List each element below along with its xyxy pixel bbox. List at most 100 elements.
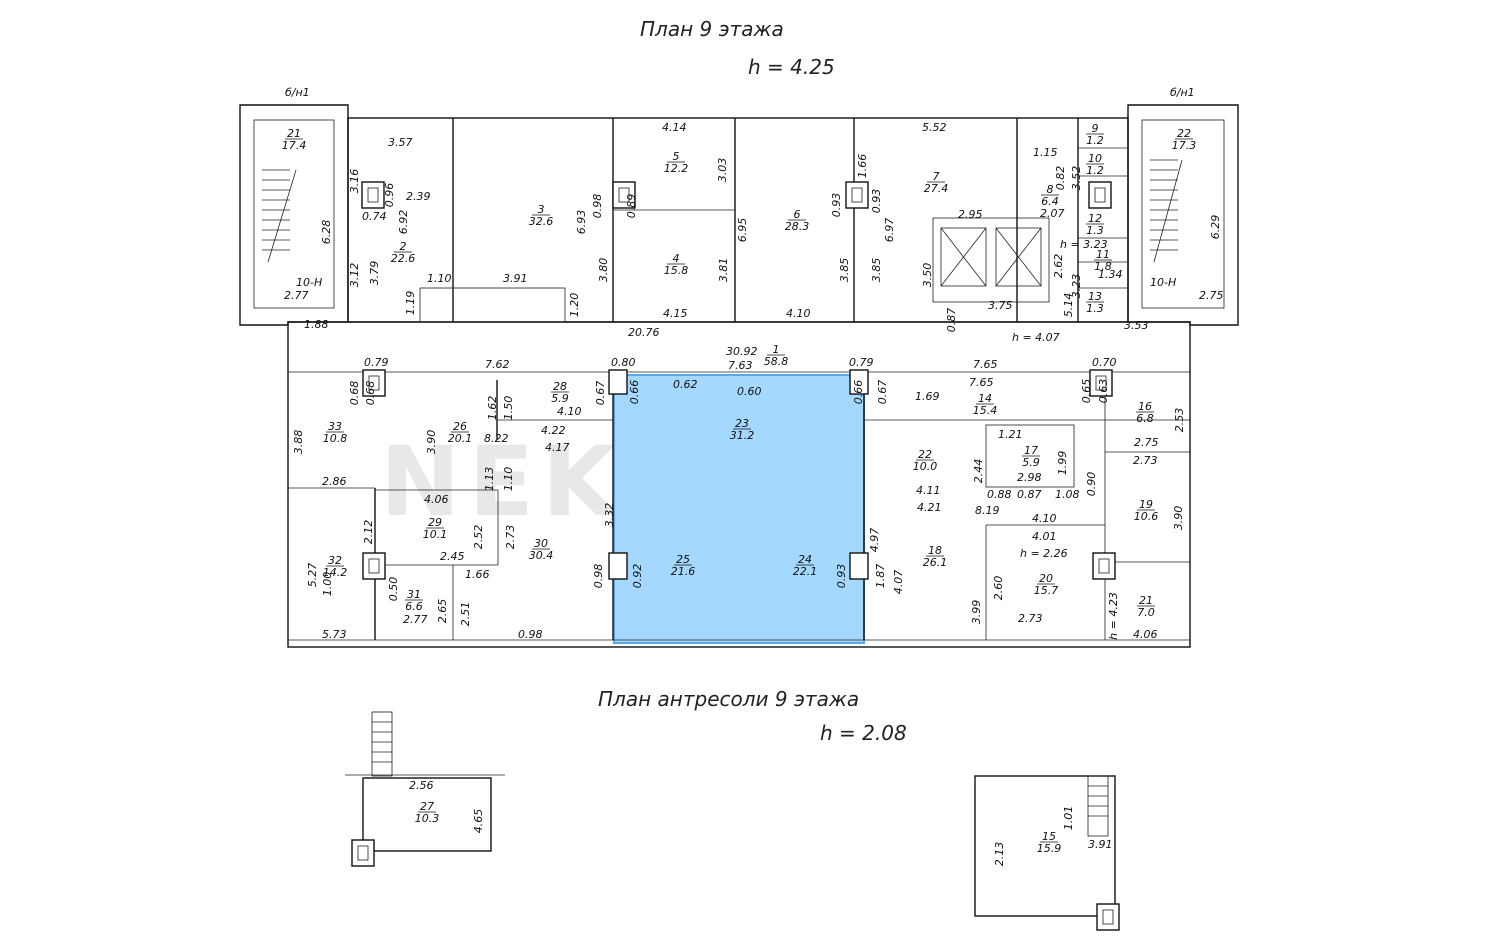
room-number: 30 [534,537,548,550]
room-area: 6.8 [1136,412,1154,425]
dimension-label: 3.03 [716,158,729,183]
stair-mark-left-lower: 10-Н [296,276,322,289]
dimension-label: 2.75 [1199,289,1224,302]
dimension-label: 1.87 [874,564,887,589]
dimension-label: 1.99 [1056,451,1069,476]
stair-mark-right-lower: 10-Н [1150,276,1176,289]
room-number: 18 [928,544,942,557]
room-number: 27 [420,800,434,813]
room-area: 22.6 [391,252,416,265]
dimension-label: h = 2.26 [1020,547,1068,560]
dimension-label: 1.66 [465,568,490,581]
dimension-label: 0.65 [1080,379,1093,404]
dimension-label: 2.07 [1040,207,1065,220]
dimension-label: 0.93 [830,193,843,218]
room-number: 21 [287,127,301,140]
dimension-label: 4.10 [786,307,811,320]
dimension-label: 2.95 [958,208,983,221]
dimension-label: 5.14 [1062,293,1075,318]
dimension-label: 1.69 [915,390,940,403]
dimension-label: 1.00 [321,572,334,597]
mezzanine-height-label: h = 2.08 [820,721,907,745]
dimension-label: 2.75 [1134,436,1159,449]
dimension-label: 0.60 [737,385,762,398]
room-number: 14 [978,392,992,405]
dimension-label: 2.77 [284,289,309,302]
room-number: 8 [1047,183,1054,196]
dimension-label: 30.92 [726,345,758,358]
dimension-label: 0.90 [1085,472,1098,497]
dimension-label: 2.12 [362,520,375,545]
dimension-label: 3.85 [870,258,883,283]
dimension-label: 3.75 [988,299,1013,312]
dimension-label: 3.12 [348,263,361,288]
dimension-label: 0.98 [592,564,605,589]
room-area: 30.4 [529,549,554,562]
room-area: 15.8 [664,264,689,277]
dimension-label: 0.87 [1017,488,1042,501]
room-area: 15.4 [973,404,998,417]
dimension-label: 3.50 [921,263,934,288]
dimension-label: 3.16 [348,169,361,194]
room-area: 58.8 [764,355,789,368]
dimension-label: 6.97 [883,218,896,243]
dimension-label: 4.21 [917,501,942,514]
room-area: 21.6 [671,565,696,578]
room-area: 6.6 [405,600,423,613]
dimension-label: 2.53 [1173,408,1186,433]
dimension-label: 1.21 [998,428,1023,441]
dimension-label: h = 3.23 [1060,238,1108,251]
dimension-label: 4.11 [916,484,941,497]
dimension-label: 0.82 [1054,166,1067,191]
building-walls [239,104,1239,931]
dimension-label: 0.93 [835,564,848,589]
dimension-label: 2.39 [406,190,431,203]
dimension-label: 2.73 [1133,454,1158,467]
room-number: 2 [400,240,407,253]
room-number: 13 [1088,290,1102,303]
dimension-label: 7.65 [973,358,998,371]
room-number: 24 [798,553,812,566]
room-area: 1.3 [1086,302,1104,315]
mezzanine-plan-title: План антресоли 9 этажа [598,687,859,711]
room-number: 16 [1138,400,1152,413]
room-number: 23 [735,417,749,430]
dimension-label: 5.27 [306,563,319,588]
dimension-label: 2.60 [992,576,1005,601]
room-area: 26.1 [923,556,948,569]
dimension-label: 3.91 [1088,838,1113,851]
room-area: 1.2 [1086,134,1104,147]
dimension-label: 3.53 [1124,319,1149,332]
room-number: 28 [553,380,567,393]
dimension-label: 6.28 [320,220,333,245]
room-number: 19 [1139,498,1153,511]
dimension-label: 0.89 [625,194,638,219]
dimension-label: 2.51 [459,602,472,627]
dimension-label: 5.52 [922,121,947,134]
room-number: 20 [1039,572,1053,585]
room-area: 27.4 [924,182,949,195]
room-area: 22.1 [793,565,818,578]
dimension-label: 0.63 [1097,379,1110,404]
dimension-label: 1.01 [1062,806,1075,831]
dimension-label: 0.68 [364,381,377,406]
dimension-label: 2.73 [1018,612,1043,625]
dimension-label: 2.52 [472,525,485,550]
room-area: 7.0 [1137,606,1155,619]
room-number: 5 [673,150,680,163]
room-number: 1 [773,343,780,356]
dimension-label: 4.15 [663,307,688,320]
dimension-label: 1.20 [568,293,581,318]
highlighted-office-area[interactable] [613,374,865,644]
dimension-label: 6.92 [397,210,410,235]
dimension-label: 1.50 [502,396,515,421]
room-number: 11 [1096,248,1110,261]
dimension-label: 0.87 [945,308,958,333]
dimension-label: 4.10 [1032,512,1057,525]
dimension-label: 8.19 [975,504,1000,517]
dimension-label: 3.32 [603,503,616,528]
dimension-label: 3.99 [970,600,983,625]
dimension-label: 4.65 [472,809,485,834]
